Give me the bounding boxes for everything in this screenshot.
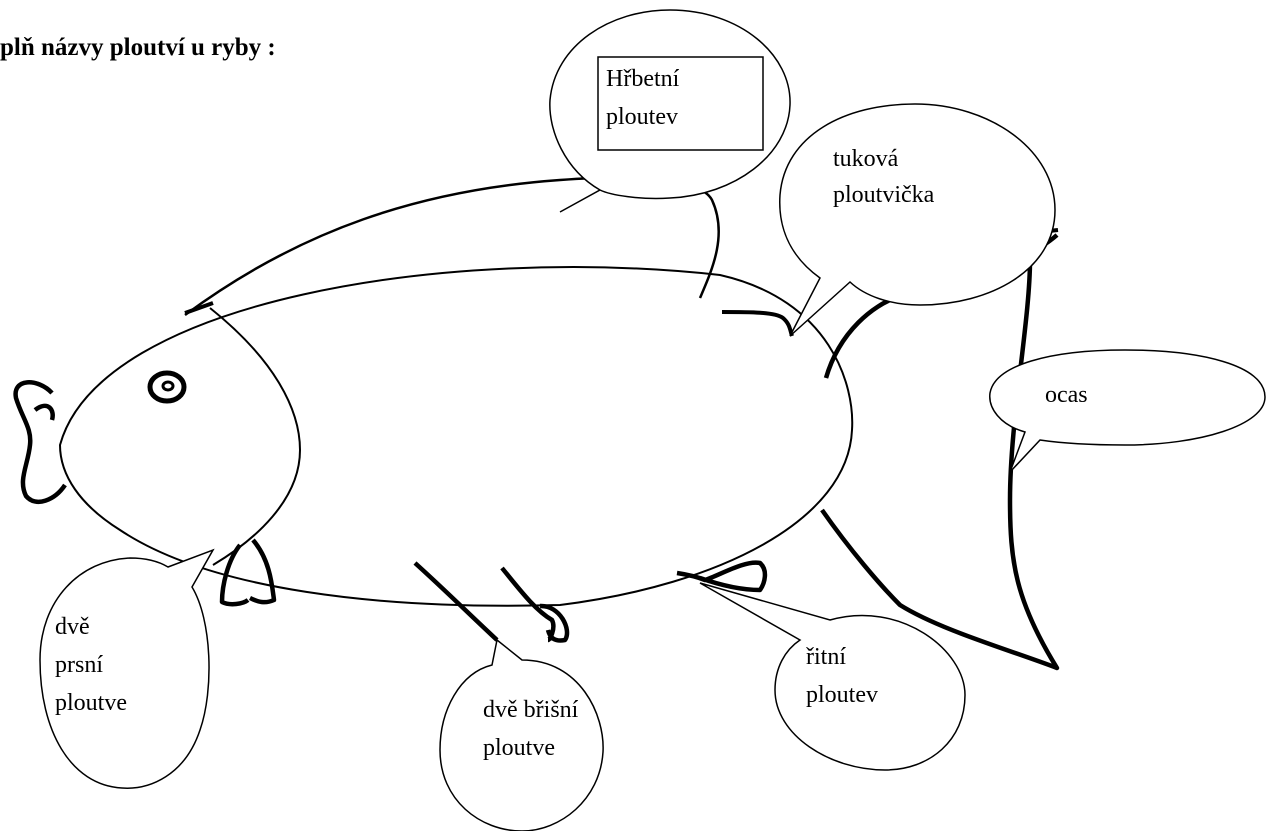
fish-body (58, 266, 854, 607)
page-title: plň názvy ploutví u ryby : (0, 34, 276, 61)
label-pelvic-line1: dvě břišní (483, 697, 579, 723)
dorsal-fin-base (184, 301, 214, 315)
callout-adipose-fin (779, 103, 1056, 337)
label-adipose-line1: tuková (833, 146, 899, 172)
callout-pelvic-fins (439, 638, 604, 831)
fish-eye-outer (147, 370, 187, 404)
callout-anal-fin (699, 582, 966, 771)
adipose-fin (721, 310, 794, 337)
label-anal-line1: řitní (806, 644, 846, 670)
anal-fin (676, 560, 768, 593)
label-pectoral-line3: ploutve (55, 690, 127, 716)
gill-cover (209, 307, 302, 566)
label-pelvic-line2: ploutve (483, 735, 555, 761)
fish-mouth (13, 380, 67, 504)
label-dorsal-line2: ploutev (606, 104, 678, 130)
label-pectoral-line1: dvě (55, 614, 90, 640)
pelvic-fin (413, 561, 570, 643)
label-tail: ocas (1045, 382, 1088, 408)
fish-eye-inner (161, 380, 175, 392)
label-dorsal-line1: Hřbetní (606, 66, 680, 92)
label-adipose-line2: ploutvička (833, 182, 935, 208)
callout-tail (989, 349, 1266, 473)
label-anal-line2: ploutev (806, 682, 878, 708)
callout-pectoral-fins (39, 548, 215, 789)
dorsal-label-box (597, 56, 764, 151)
label-pectoral-line2: prsní (55, 652, 103, 678)
pectoral-fin (219, 538, 277, 607)
